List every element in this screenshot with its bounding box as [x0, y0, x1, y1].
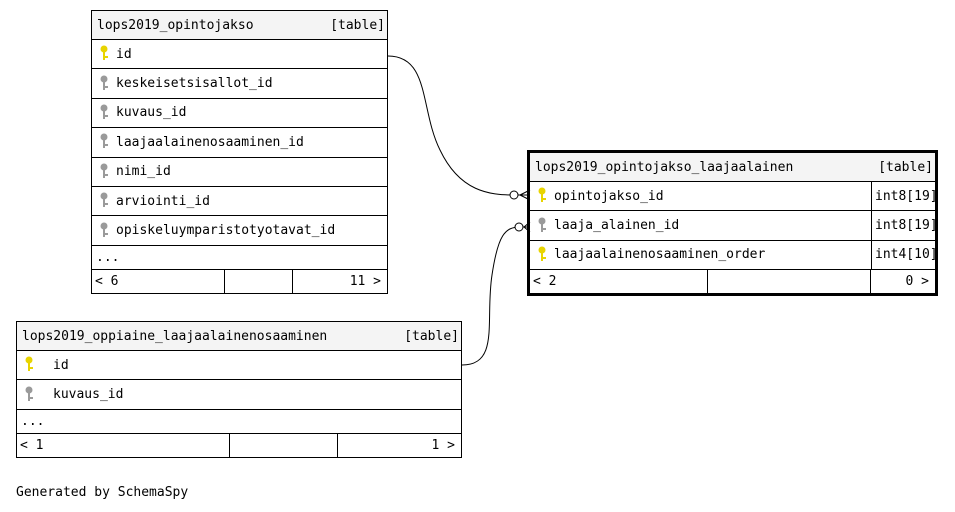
column-name: laajaalainenosaaminen_id	[116, 134, 304, 150]
primary-key-icon	[100, 45, 108, 61]
parents-count[interactable]: < 1	[17, 433, 230, 457]
table-name: lops2019_opintojakso	[97, 17, 254, 33]
column-name: opiskeluymparistotyotavat_id	[116, 223, 336, 239]
column-row[interactable]: laaja_alainen_id int8[19]	[530, 211, 938, 241]
primary-key-icon	[538, 187, 546, 203]
column-row[interactable]: opintojakso_id int8[19]	[530, 182, 938, 212]
footer-spacer	[225, 269, 293, 293]
column-row[interactable]: nimi_id	[92, 158, 387, 187]
footer-spacer	[230, 433, 338, 457]
column-name: keskeisetsisallot_id	[116, 76, 273, 92]
parents-count[interactable]: < 6	[92, 269, 225, 293]
column-row[interactable]: arviointi_id	[92, 187, 387, 217]
table-footer: < 2 0 >	[530, 270, 935, 294]
column-type: int8[19]	[871, 211, 938, 240]
primary-key-icon	[538, 246, 546, 261]
table-lops2019-opintojakso[interactable]: lops2019_opintojakso [table] id keskeise…	[91, 10, 388, 294]
table-kind: [table]	[878, 159, 933, 175]
column-name: kuvaus_id	[116, 105, 187, 121]
column-name: id	[53, 357, 69, 373]
table-header: lops2019_opintojakso_laajaalainen [table…	[530, 153, 935, 182]
table-footer: < 1 1 >	[17, 433, 461, 457]
relationship-line-opintojakso	[387, 55, 530, 196]
column-row[interactable]: kuvaus_id	[17, 380, 461, 410]
table-lops2019-oppiaine-laajaalainenosaaminen[interactable]: lops2019_oppiaine_laajaalainenosaaminen …	[16, 321, 462, 458]
foreign-key-icon	[25, 386, 33, 401]
parents-count[interactable]: < 2	[530, 270, 708, 294]
foreign-key-icon	[538, 217, 546, 232]
optional-marker	[509, 190, 519, 200]
column-name: id	[116, 46, 132, 62]
generated-by-footer: Generated by SchemaSpy	[16, 485, 189, 500]
column-row[interactable]: id	[92, 40, 387, 70]
column-row[interactable]: laajaalainenosaaminen_order int4[10]	[530, 240, 938, 271]
footer-spacer	[708, 270, 871, 294]
more-columns: ...	[92, 246, 387, 270]
column-type: int4[10]	[871, 240, 938, 270]
table-header: lops2019_opintojakso [table]	[92, 11, 387, 40]
column-name: arviointi_id	[116, 193, 210, 209]
relationship-line-oppiaine	[461, 226, 530, 366]
column-row[interactable]: keskeisetsisallot_id	[92, 69, 387, 99]
table-lops2019-opintojakso-laajaalainen[interactable]: lops2019_opintojakso_laajaalainen [table…	[527, 150, 938, 296]
table-kind: [table]	[404, 328, 459, 344]
table-kind: [table]	[330, 17, 385, 33]
column-row[interactable]: id	[17, 351, 461, 381]
foreign-key-icon	[100, 163, 108, 178]
foreign-key-icon	[100, 75, 108, 90]
children-count[interactable]: 1 >	[431, 437, 455, 453]
column-row[interactable]: kuvaus_id	[92, 99, 387, 129]
column-name: kuvaus_id	[53, 387, 124, 403]
more-columns: ...	[17, 410, 461, 434]
table-header: lops2019_oppiaine_laajaalainenosaaminen …	[17, 322, 461, 351]
primary-key-icon	[25, 356, 33, 372]
children-count[interactable]: 11 >	[349, 273, 381, 289]
table-footer: < 6 11 >	[92, 269, 387, 293]
column-name: opintojakso_id	[554, 188, 664, 204]
foreign-key-icon	[100, 222, 108, 237]
column-name: laaja_alainen_id	[554, 218, 680, 234]
children-count[interactable]: 0 >	[905, 274, 929, 290]
column-row[interactable]: opiskeluymparistotyotavat_id	[92, 216, 387, 246]
column-row[interactable]: laajaalainenosaaminen_id	[92, 128, 387, 158]
column-type: int8[19]	[871, 182, 938, 211]
table-name: lops2019_oppiaine_laajaalainenosaaminen	[22, 328, 328, 344]
optional-marker	[514, 222, 524, 232]
table-name: lops2019_opintojakso_laajaalainen	[535, 159, 794, 175]
column-name: nimi_id	[116, 164, 171, 180]
column-name: laajaalainenosaaminen_order	[554, 247, 766, 263]
foreign-key-icon	[100, 192, 108, 208]
foreign-key-icon	[100, 104, 108, 119]
foreign-key-icon	[100, 133, 108, 149]
